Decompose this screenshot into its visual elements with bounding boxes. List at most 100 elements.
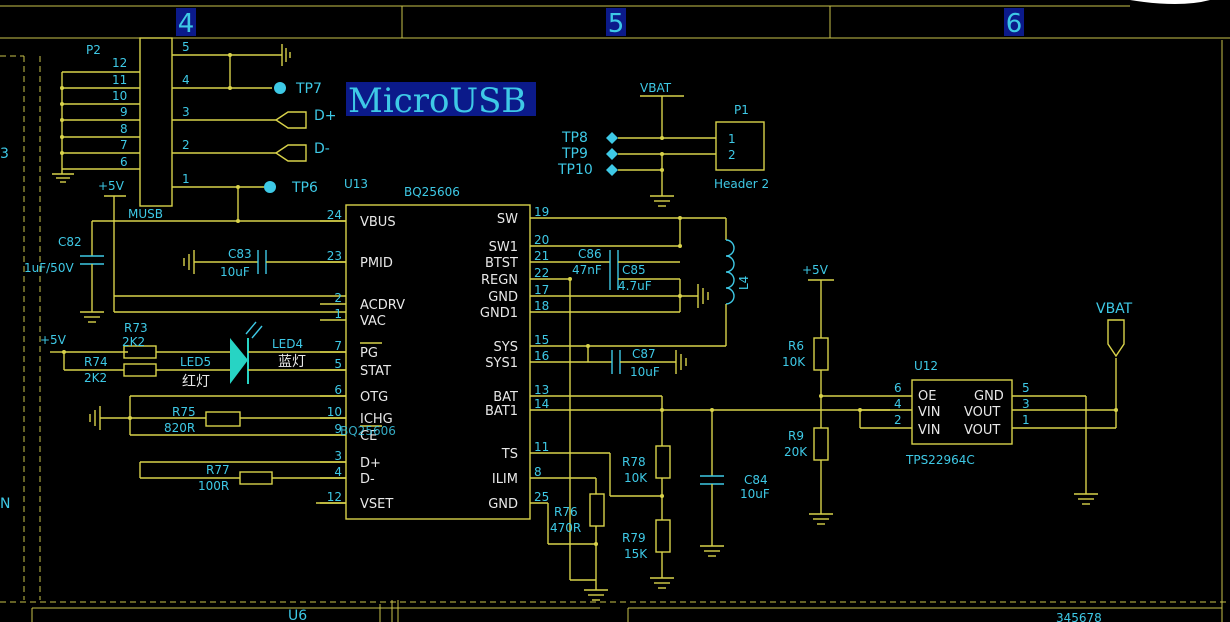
u13-pin-num-11: 11 [534, 440, 549, 454]
p2-pin-3: 3 [182, 105, 190, 119]
u12-pin-1: 1 [1022, 413, 1030, 427]
p2-pin-1: 1 [182, 172, 190, 186]
u12-pin-oe: OE [918, 389, 936, 404]
u12-value: TPS22964C [905, 453, 975, 467]
u12-pin-vout-b: VOUT [964, 423, 1000, 438]
u13-right-pins: 19SW20SW121BTST22REGN17GND18GND115SYS16S… [480, 205, 549, 512]
net-5v-b: +5V [40, 333, 67, 347]
p2-pin-7: 7 [120, 138, 128, 152]
u13-pin-num-24: 24 [327, 208, 342, 222]
u12-pin-vin-a: VIN [918, 405, 940, 420]
u13-pin-name-ce: CE [360, 429, 377, 444]
u13-pin-num-18: 18 [534, 299, 549, 313]
u13-pin-name-gnd-17: GND [488, 290, 518, 305]
u13-ref: U13 [344, 177, 368, 191]
p1-ref: P1 [734, 103, 749, 117]
u13-pin-name-ilim-8: ILIM [492, 472, 518, 487]
u12-pin-4: 4 [894, 397, 902, 411]
u13-pin-name-regn-22: REGN [481, 273, 518, 288]
edge-label-3: 3 [0, 146, 9, 162]
u13-pin-num-5: 5 [334, 357, 342, 371]
r79-ref: R79 [622, 531, 646, 545]
r77-ref: R77 [206, 463, 230, 477]
u13-pin-name-sys-15: SYS [494, 340, 518, 355]
u13-pin-num-20: 20 [534, 233, 549, 247]
u13-pin-num-21: 21 [534, 249, 549, 263]
u13-pin-name-vac: VAC [360, 314, 386, 329]
u13-pin-num-8: 8 [534, 465, 542, 479]
c83-ref: C83 [228, 247, 252, 261]
tp8-label: TP8 [561, 130, 588, 146]
r6-ref: R6 [788, 339, 804, 353]
inductor-l4-coil [725, 239, 735, 305]
tp6-label: TP6 [291, 180, 318, 196]
c83-value: 10uF [220, 265, 250, 279]
p2-pin-10: 10 [112, 89, 127, 103]
u13-pin-num-4: 4 [334, 465, 342, 479]
u13-value-overlay: BQ25606 [340, 424, 396, 438]
p1-value: Header 2 [714, 177, 769, 191]
u13-pin-name-d: D- [360, 472, 375, 487]
u13-pin-num-10: 10 [327, 405, 342, 419]
u13-pin-num-19: 19 [534, 205, 549, 219]
net-vbat-top: VBAT [640, 81, 672, 95]
net-vbat-out: VBAT [1096, 301, 1133, 317]
p1-pin-1: 1 [728, 132, 736, 146]
u13-pin-num-23: 23 [327, 249, 342, 263]
r73-ref: R73 [124, 321, 148, 335]
u13-pin-name-vbus: VBUS [360, 215, 396, 230]
u12-ref: U12 [914, 359, 938, 373]
net-5v-a: +5V [98, 179, 125, 193]
p2-pin-4: 4 [182, 73, 190, 87]
r77-value: 100R [198, 479, 229, 493]
u12-pin-gnd: GND [974, 389, 1004, 404]
r79-value: 15K [624, 547, 648, 561]
r9-ref: R9 [788, 429, 804, 443]
u13-pin-name-stat: STAT [360, 364, 391, 379]
r74-value: 2K2 [84, 371, 107, 385]
u13-pin-name-sys1-16: SYS1 [485, 356, 518, 371]
u13-pin-num-3: 3 [334, 449, 342, 463]
l4-ref: L4 [737, 276, 751, 290]
u12-pin-2: 2 [894, 413, 902, 427]
c82-value: 1uF/50V [24, 261, 74, 275]
r78-value: 10K [624, 471, 648, 485]
edge-label-u6: U6 [288, 608, 307, 622]
led5-ref: LED5 [180, 355, 211, 369]
p2-pin-6: 6 [120, 155, 128, 169]
edge-label-n: N [0, 496, 10, 512]
c87-ref: C87 [632, 347, 656, 361]
u13-pin-num-2: 2 [334, 291, 342, 305]
r73-value: 2K2 [122, 335, 145, 349]
u13-pin-name-vset: VSET [360, 497, 393, 512]
u12-pin-6: 6 [894, 381, 902, 395]
u13-pin-num-7: 7 [334, 339, 342, 353]
u13-pin-num-1: 1 [334, 307, 342, 321]
u13-pin-num-9: 9 [334, 422, 342, 436]
p2-pin-5: 5 [182, 40, 190, 54]
tp7-label: TP7 [295, 81, 322, 97]
u13-pin-num-22: 22 [534, 266, 549, 280]
u12-pin-vin-b: VIN [918, 423, 940, 438]
led5-value: 红灯 [182, 374, 210, 390]
led4-value: 蓝灯 [278, 354, 306, 370]
u13-pin-name-sw-19: SW [497, 212, 518, 227]
u12-pin-3: 3 [1022, 397, 1030, 411]
u13-pin-name-gnd-25: GND [488, 497, 518, 512]
c84-value: 10uF [740, 487, 770, 501]
c82-ref: C82 [58, 235, 82, 249]
tp10-label: TP10 [557, 162, 593, 178]
r74-ref: R74 [84, 355, 108, 369]
u13-pin-name-bat1-14: BAT1 [485, 404, 518, 419]
p1-pin-2: 2 [728, 148, 736, 162]
tp6-marker [264, 181, 276, 193]
c85-value: 4.7uF [618, 279, 652, 293]
c86-value: 47nF [572, 263, 602, 277]
c87-value: 10uF [630, 365, 660, 379]
u13-pin-name-ts-11: TS [501, 447, 518, 462]
tp9-label: TP9 [561, 146, 588, 162]
u13-pin-name-acdrv: ACDRV [360, 298, 405, 313]
